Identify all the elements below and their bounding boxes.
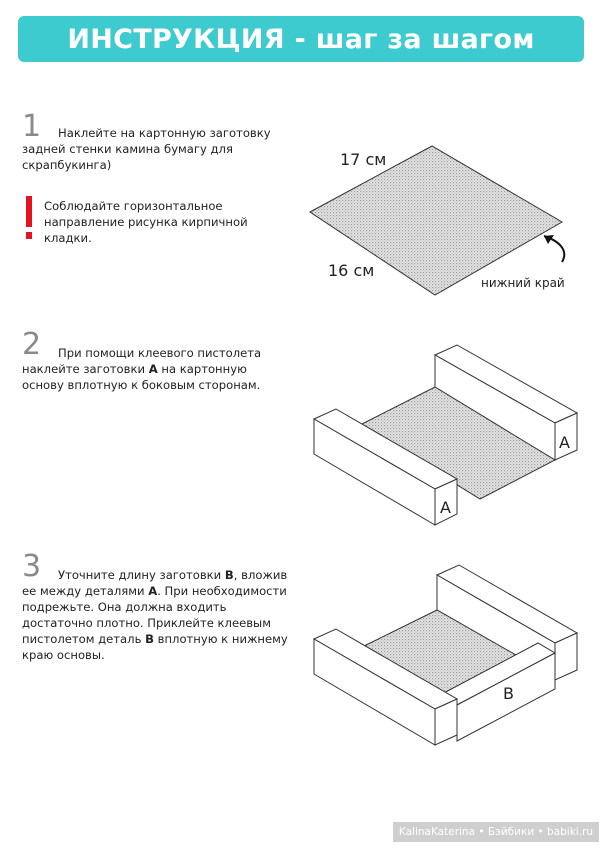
part-a-front-label: A — [440, 498, 451, 517]
step-3-text-part: Уточните длину заготовки — [58, 568, 225, 582]
arrow-head-icon — [544, 235, 554, 244]
step-3-text-part: . При необходимости подрежьте. Она должн… — [22, 584, 287, 646]
step-3-number: 3 — [22, 549, 42, 584]
title-banner: ИНСТРУКЦИЯ - шаг за шагом — [18, 16, 584, 62]
figure-3-box: B — [312, 564, 579, 746]
step-3-text-part-bold: B — [224, 568, 234, 582]
step-2-text-part-bold: A — [148, 362, 158, 376]
step-2-text-part: При помощи клеевого пистолета наклейте з… — [22, 346, 262, 376]
page-title: ИНСТРУКЦИЯ - шаг за шагом — [67, 23, 535, 55]
part-a-back-label: A — [559, 433, 570, 452]
step-2-text: При помощи клеевого пистолета наклейте з… — [22, 345, 287, 393]
step-3-text-part: , вложив ее между деталями — [22, 568, 288, 598]
step-1-warning: Соблюдайте горизонтальное направление ри… — [44, 199, 248, 245]
step-1-text: Наклейте на картонную заготовку задней с… — [22, 125, 287, 173]
step-3-text-part: вплотную к нижнему краю основы. — [22, 632, 288, 662]
bottom-edge-label: нижний край — [481, 276, 565, 290]
step-3-text: Уточните длину заготовки B, вложив ее ме… — [22, 567, 292, 663]
scrapbook-sheet — [309, 145, 563, 296]
step-1-number: 1 — [22, 109, 42, 144]
exclamation-icon — [26, 196, 32, 239]
step-3-text-part-bold: B — [145, 632, 154, 646]
width-label: 17 см — [340, 150, 386, 169]
step-1-text-part: Наклейте на картонную заготовку задней с… — [22, 126, 271, 172]
figure-2-box: A A — [312, 344, 579, 526]
watermark-text: KalinaKaterina • Бэйбики • babiki.ru — [398, 826, 593, 838]
part-b-label: B — [503, 684, 514, 703]
step-3-text-part-bold: A — [148, 584, 158, 598]
depth-label: 16 см — [328, 261, 374, 280]
watermark: KalinaKaterina • Бэйбики • babiki.ru — [392, 822, 599, 842]
step-2-number: 2 — [22, 327, 42, 362]
step-2-text-part: на картонную основу вплотную к боковым с… — [22, 362, 261, 392]
figure-1-sheet: 17 см 16 см нижний край — [309, 145, 566, 296]
